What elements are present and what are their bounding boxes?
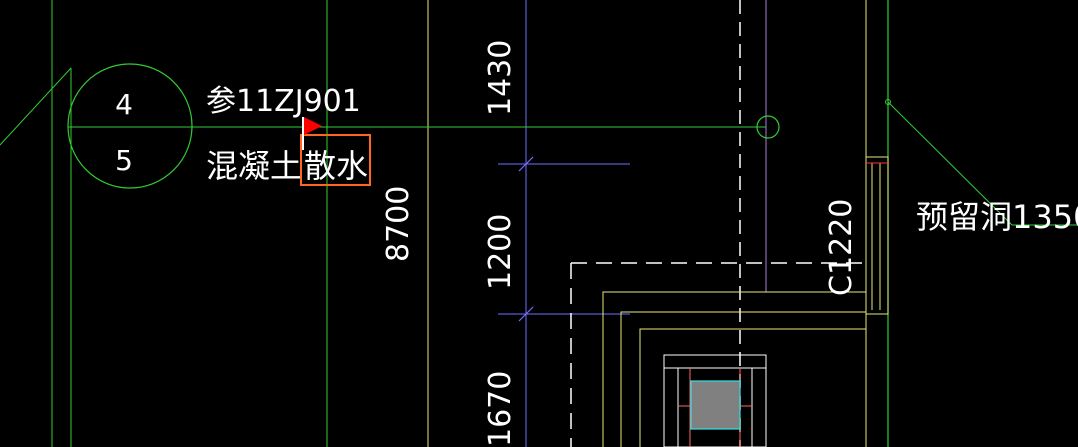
reference-text: 参11ZJ901 <box>206 84 361 119</box>
window-tag: C1220 <box>824 199 859 296</box>
detail-number-top: 4 <box>115 88 133 121</box>
foundation-outline <box>639 328 866 447</box>
column-section <box>690 380 741 430</box>
text-selection-box[interactable] <box>300 134 371 186</box>
foundation-outline <box>620 311 866 447</box>
leader-diagonal <box>0 67 72 146</box>
description-text: 混凝土 <box>206 147 302 185</box>
leader-origin-dot <box>885 99 891 105</box>
detail-callout-circle <box>67 63 193 189</box>
window-symbol <box>865 156 889 315</box>
dimension-1670: 1670 <box>483 371 518 447</box>
description-selected-text[interactable]: 散水 <box>304 147 368 185</box>
foundation-outline <box>602 291 866 447</box>
dimension-tick <box>518 156 534 172</box>
footing-outer <box>663 354 767 447</box>
flag-marker-icon[interactable] <box>302 117 322 150</box>
reserved-opening-label: 预留洞1350* <box>916 198 1078 236</box>
dimension-8700: 8700 <box>381 186 416 262</box>
dimension-tick <box>518 306 534 322</box>
dimension-1430: 1430 <box>483 40 518 116</box>
leader-diagonal-right <box>887 101 1013 226</box>
dimension-1200: 1200 <box>483 214 518 290</box>
detail-number-bottom: 5 <box>115 144 133 177</box>
grid-bubble <box>756 115 780 139</box>
